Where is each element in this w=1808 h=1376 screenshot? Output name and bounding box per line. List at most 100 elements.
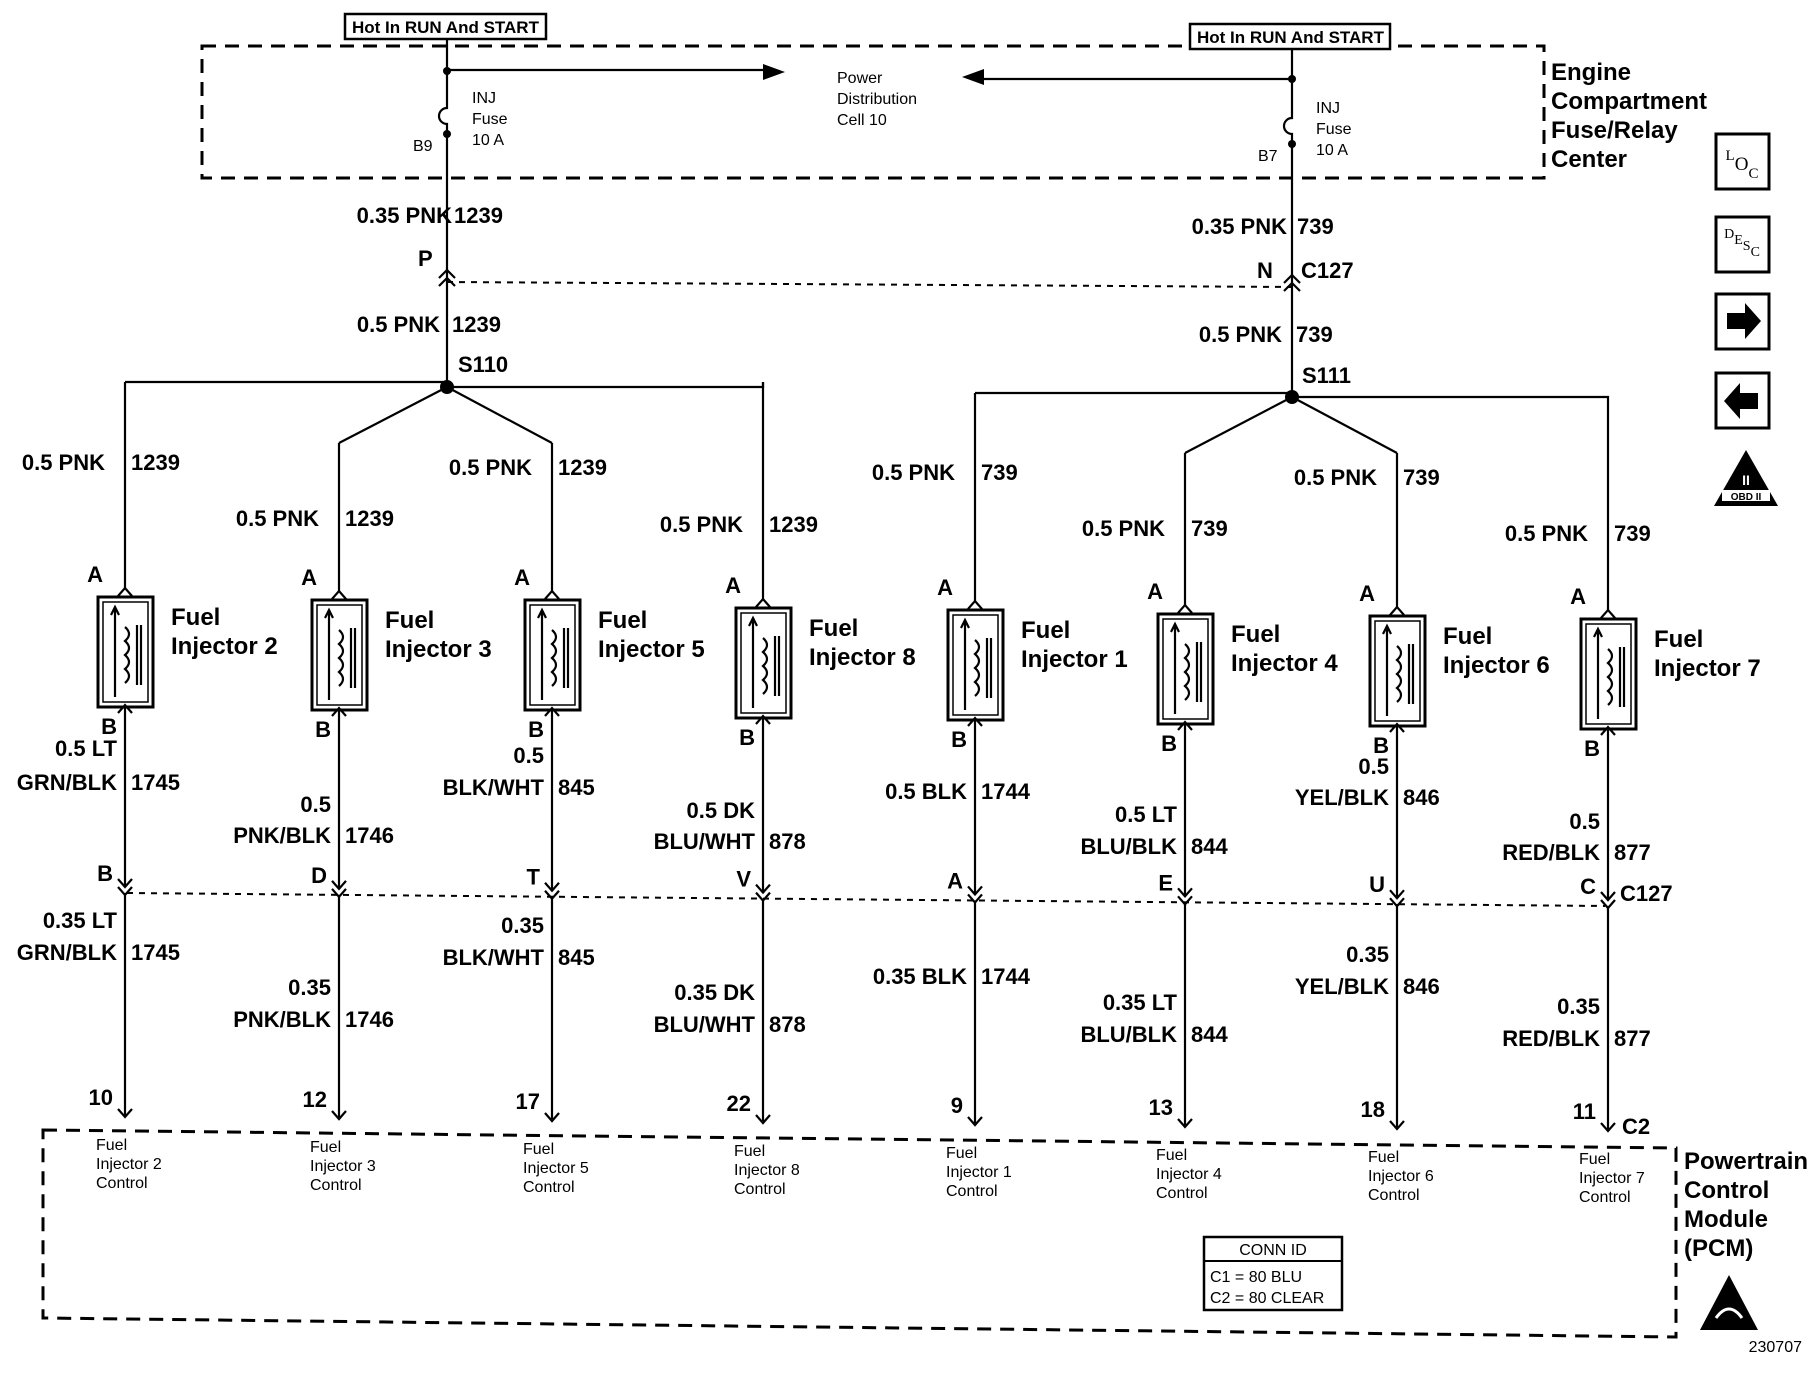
injector-branch-6 — [1156, 453, 1215, 1129]
pcm-wire-gauge: 0.35 — [1557, 994, 1600, 1019]
pcm-wire-color: RED/BLK — [1502, 1026, 1600, 1051]
pcm-function-label: Injector 3 — [310, 1158, 376, 1175]
pin-a-label: A — [937, 575, 953, 600]
pin-a-label: A — [301, 565, 317, 590]
svg-text:Fuse/Relay: Fuse/Relay — [1551, 117, 1678, 144]
pcm-pin: 11 — [1573, 1099, 1596, 1124]
injector-label: Injector 2 — [171, 633, 278, 660]
pcm-wire-color: YEL/BLK — [1295, 974, 1389, 999]
svg-text:B9: B9 — [413, 138, 433, 155]
pcm-function-label: Fuel — [1156, 1147, 1187, 1164]
supply-wire-label: 0.5 PNK — [1505, 521, 1588, 546]
pcm-wire-gauge: 0.35 LT — [43, 908, 118, 933]
next-page-button[interactable] — [1714, 292, 1771, 351]
wire-circuit: 739 — [1296, 322, 1333, 347]
wire-label: 0.5 PNK — [357, 312, 440, 337]
desc-button[interactable]: DESC — [1714, 215, 1771, 274]
esd-warning — [1700, 1275, 1758, 1330]
pcm-wire-color: BLK/WHT — [443, 945, 545, 970]
pcm-function-label: Fuel — [1368, 1149, 1399, 1166]
control-wire-gauge: 0.5 — [1358, 754, 1389, 779]
fuel-injector-symbol — [734, 606, 793, 720]
pcm-function-label: Fuel — [734, 1143, 765, 1160]
control-wire-color: BLU/BLK — [1080, 834, 1177, 859]
control-wire-color: BLK/WHT — [443, 775, 545, 800]
svg-text:Powertrain: Powertrain — [1684, 1148, 1808, 1175]
arrow-left-icon — [1724, 383, 1758, 419]
control-wire-color: GRN/BLK — [17, 770, 117, 795]
pcm-pin: 13 — [1149, 1095, 1173, 1120]
fuse-center-label: Engine Compartment Fuse/Relay Center — [1551, 59, 1707, 173]
conn-id-table: CONN ID C1 = 80 BLU C2 = 80 CLEAR — [1202, 1235, 1344, 1312]
control-wire-circuit: 845 — [558, 775, 595, 800]
fuse-left-symbol — [437, 71, 449, 134]
fuel-injector-symbol — [310, 598, 369, 712]
pcm-function-label: Fuel — [310, 1139, 341, 1156]
injector-branch-1 — [96, 382, 155, 1119]
pcm-function-label: Injector 6 — [1368, 1168, 1434, 1185]
obd-ii-text: OBD II — [1731, 492, 1762, 503]
pin-b-label: B — [739, 725, 755, 750]
pcm-wire-gauge: 0.35 — [1346, 942, 1389, 967]
wire-circuit: 1239 — [454, 203, 503, 228]
pcm-wire-color: BLU/WHT — [654, 1012, 756, 1037]
prev-page-button[interactable] — [1714, 371, 1771, 430]
pcm-pin: 10 — [89, 1085, 113, 1110]
svg-text:Compartment: Compartment — [1551, 88, 1707, 115]
wire-label: 0.35 PNK — [1192, 214, 1287, 239]
supply-wire-circuit: 739 — [1191, 516, 1228, 541]
control-wire-circuit: 1746 — [345, 823, 394, 848]
c127-pin-n: N — [1257, 258, 1273, 283]
supply-wire-label: 0.5 PNK — [660, 512, 743, 537]
supply-wire-label: 0.5 PNK — [872, 460, 955, 485]
obd-ii-button[interactable]: OBD II II — [1714, 450, 1778, 506]
loc-icon: LOC — [1726, 148, 1759, 182]
c127-cavity: D — [311, 863, 327, 888]
supply-wire-circuit: 1239 — [558, 455, 607, 480]
svg-text:Fuse: Fuse — [1316, 121, 1352, 138]
pin-a-label: A — [87, 562, 103, 587]
supply-wire-circuit: 739 — [1614, 521, 1651, 546]
injector-label: Fuel — [1654, 626, 1703, 653]
splice-s110-label: S110 — [458, 352, 508, 377]
svg-text:INJ: INJ — [472, 90, 496, 107]
injector-branch-7 — [1368, 453, 1427, 1131]
supply-wire-circuit: 1239 — [345, 506, 394, 531]
pin-a-label: A — [725, 573, 741, 598]
arrow-to-pdc-left — [763, 64, 785, 80]
splice-s111-label: S111 — [1302, 363, 1351, 388]
c127-cavity: A — [947, 868, 963, 893]
supply-wire-circuit: 739 — [981, 460, 1018, 485]
fuse-center-outline — [200, 44, 1546, 180]
svg-text:10 A: 10 A — [472, 132, 504, 149]
injector-label: Injector 7 — [1654, 655, 1761, 682]
fuel-injector-symbol — [523, 598, 582, 712]
pcm-wire-gauge: 0.35 LT — [1103, 990, 1178, 1015]
pcm-wire-circuit: 1744 — [981, 964, 1031, 989]
pcm-wire-gauge: 0.35 — [501, 913, 544, 938]
loc-button[interactable]: LOC — [1714, 132, 1771, 191]
c127-cavity: C — [1580, 874, 1596, 899]
supply-wire-label: 0.5 PNK — [236, 506, 319, 531]
supply-wire-label: 0.5 PNK — [1082, 516, 1165, 541]
pcm-pin: 22 — [727, 1091, 751, 1116]
fuse-left-label: INJ Fuse 10 A B9 — [413, 90, 508, 155]
injector-branch-3 — [523, 443, 582, 1123]
pcm-function-label: Injector 2 — [96, 1156, 162, 1173]
fuel-injector-symbol — [1368, 614, 1427, 728]
conn-id-title: CONN ID — [1239, 1242, 1307, 1259]
pcm-pin: 12 — [303, 1087, 327, 1112]
control-wire-circuit: 846 — [1403, 785, 1440, 810]
hot-label-left: Hot In RUN And START — [352, 18, 540, 37]
arrow-to-pdc-right — [962, 69, 984, 85]
arrow-right-icon — [1727, 303, 1761, 339]
supply-wire-label: 0.5 PNK — [22, 450, 105, 475]
injector-branch-8 — [1579, 402, 1638, 1133]
power-distribution-label: Power Distribution Cell 10 — [837, 70, 917, 129]
pcm-wire-circuit: 1746 — [345, 1007, 394, 1032]
pcm-function-label: Control — [310, 1177, 362, 1194]
injector-branch-5 — [946, 393, 1005, 1127]
c127-upper-connector — [446, 281, 1293, 288]
conn-id-c2: C2 = 80 CLEAR — [1210, 1290, 1324, 1307]
